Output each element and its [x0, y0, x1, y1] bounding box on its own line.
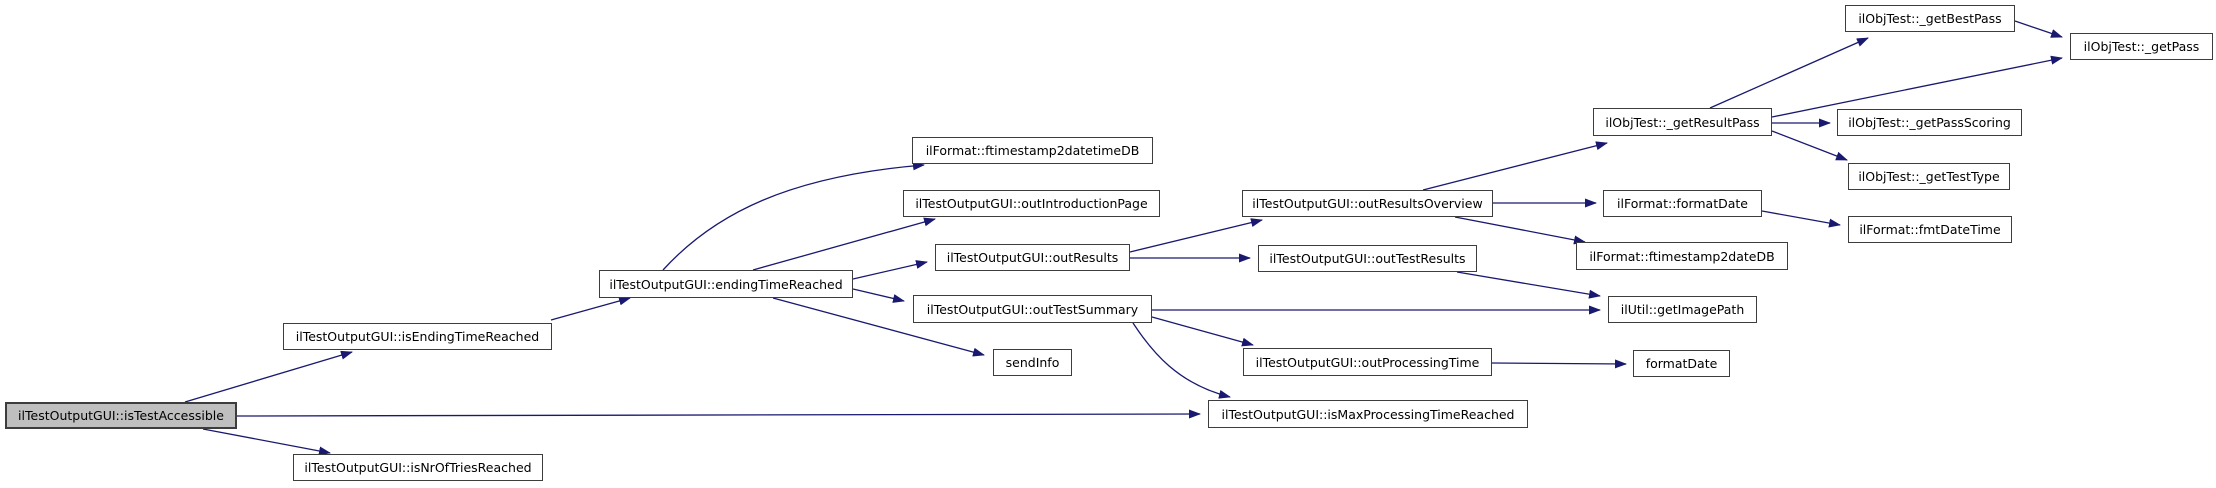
edge-getBestPass-getPass	[2014, 20, 2063, 38]
node-isMaxProcessingTimeReached[interactable]: ilTestOutputGUI::isMaxProcessingTimeReac…	[1208, 400, 1528, 428]
edge-outResultsOverview-getResultPass	[1422, 141, 1608, 191]
node-getBestPass[interactable]: ilObjTest::_getBestPass	[1845, 5, 2015, 32]
edge-isTestAccessible-isMaxProcessingTimeReached	[236, 409, 1201, 419]
edge-isTestAccessible-isNrOfTriesReached	[202, 428, 331, 456]
edge-endingTimeReached-outResults	[852, 260, 928, 280]
edge-outResultsOverview-ftimestamp2dateDB	[1454, 216, 1586, 245]
edge-isTestAccessible-isEndingTimeReached	[184, 350, 353, 403]
node-getImagePath[interactable]: ilUtil::getImagePath	[1608, 296, 1757, 323]
node-outTestSummary[interactable]: ilTestOutputGUI::outTestSummary	[913, 295, 1152, 323]
node-endingTimeReached[interactable]: ilTestOutputGUI::endingTimeReached	[599, 270, 853, 298]
node-ftimestamp2datetimeDB[interactable]: ilFormat::ftimestamp2datetimeDB	[912, 137, 1153, 164]
edge-getResultPass-getPass	[1771, 55, 2063, 118]
node-getTestType[interactable]: ilObjTest::_getTestType	[1848, 163, 2010, 190]
edge-getResultPass-getTestType	[1771, 130, 1848, 161]
edge-formatDate-fmtDateTime	[1761, 210, 1841, 228]
edge-isEndingTimeReached-endingTimeReached	[550, 296, 631, 321]
node-formatDatePlain[interactable]: formatDate	[1633, 350, 1730, 377]
node-isTestAccessible[interactable]: ilTestOutputGUI::isTestAccessible	[5, 402, 237, 429]
node-outProcessingTime[interactable]: ilTestOutputGUI::outProcessingTime	[1243, 348, 1492, 376]
edge-outProcessingTime-formatDatePlain	[1491, 359, 1627, 369]
node-getResultPass[interactable]: ilObjTest::_getResultPass	[1593, 108, 1772, 136]
node-sendInfo[interactable]: sendInfo	[993, 349, 1072, 376]
node-outResults[interactable]: ilTestOutputGUI::outResults	[935, 244, 1130, 271]
edge-getResultPass-getBestPass	[1709, 37, 1869, 109]
node-fmtDateTime[interactable]: ilFormat::fmtDateTime	[1848, 216, 2012, 243]
node-isEndingTimeReached[interactable]: ilTestOutputGUI::isEndingTimeReached	[283, 323, 552, 350]
node-ftimestamp2dateDB[interactable]: ilFormat::ftimestamp2dateDB	[1576, 242, 1788, 270]
edge-outTestSummary-outProcessingTime	[1151, 316, 1254, 347]
node-outResultsOverview[interactable]: ilTestOutputGUI::outResultsOverview	[1242, 190, 1493, 217]
node-isNrOfTriesReached[interactable]: ilTestOutputGUI::isNrOfTriesReached	[293, 454, 543, 481]
node-outTestResults[interactable]: ilTestOutputGUI::outTestResults	[1258, 245, 1477, 272]
node-outIntroductionPage[interactable]: ilTestOutputGUI::outIntroductionPage	[903, 190, 1160, 217]
edge-outTestResults-getImagePath	[1456, 271, 1601, 299]
edge-endingTimeReached-outTestSummary	[852, 288, 905, 303]
edge-endingTimeReached-outIntroductionPage	[752, 217, 936, 271]
edge-endingTimeReached-ftimestamp2datetimeDB	[662, 161, 925, 271]
node-formatDate[interactable]: ilFormat::formatDate	[1603, 190, 1762, 217]
node-getPass[interactable]: ilObjTest::_getPass	[2070, 33, 2213, 60]
edge-outResults-outResultsOverview	[1129, 218, 1263, 253]
edge-endingTimeReached-sendInfo	[772, 297, 985, 357]
edge-outTestSummary-isMaxProcessingTimeReached	[1132, 322, 1231, 399]
node-getPassScoring[interactable]: ilObjTest::_getPassScoring	[1837, 109, 2022, 136]
